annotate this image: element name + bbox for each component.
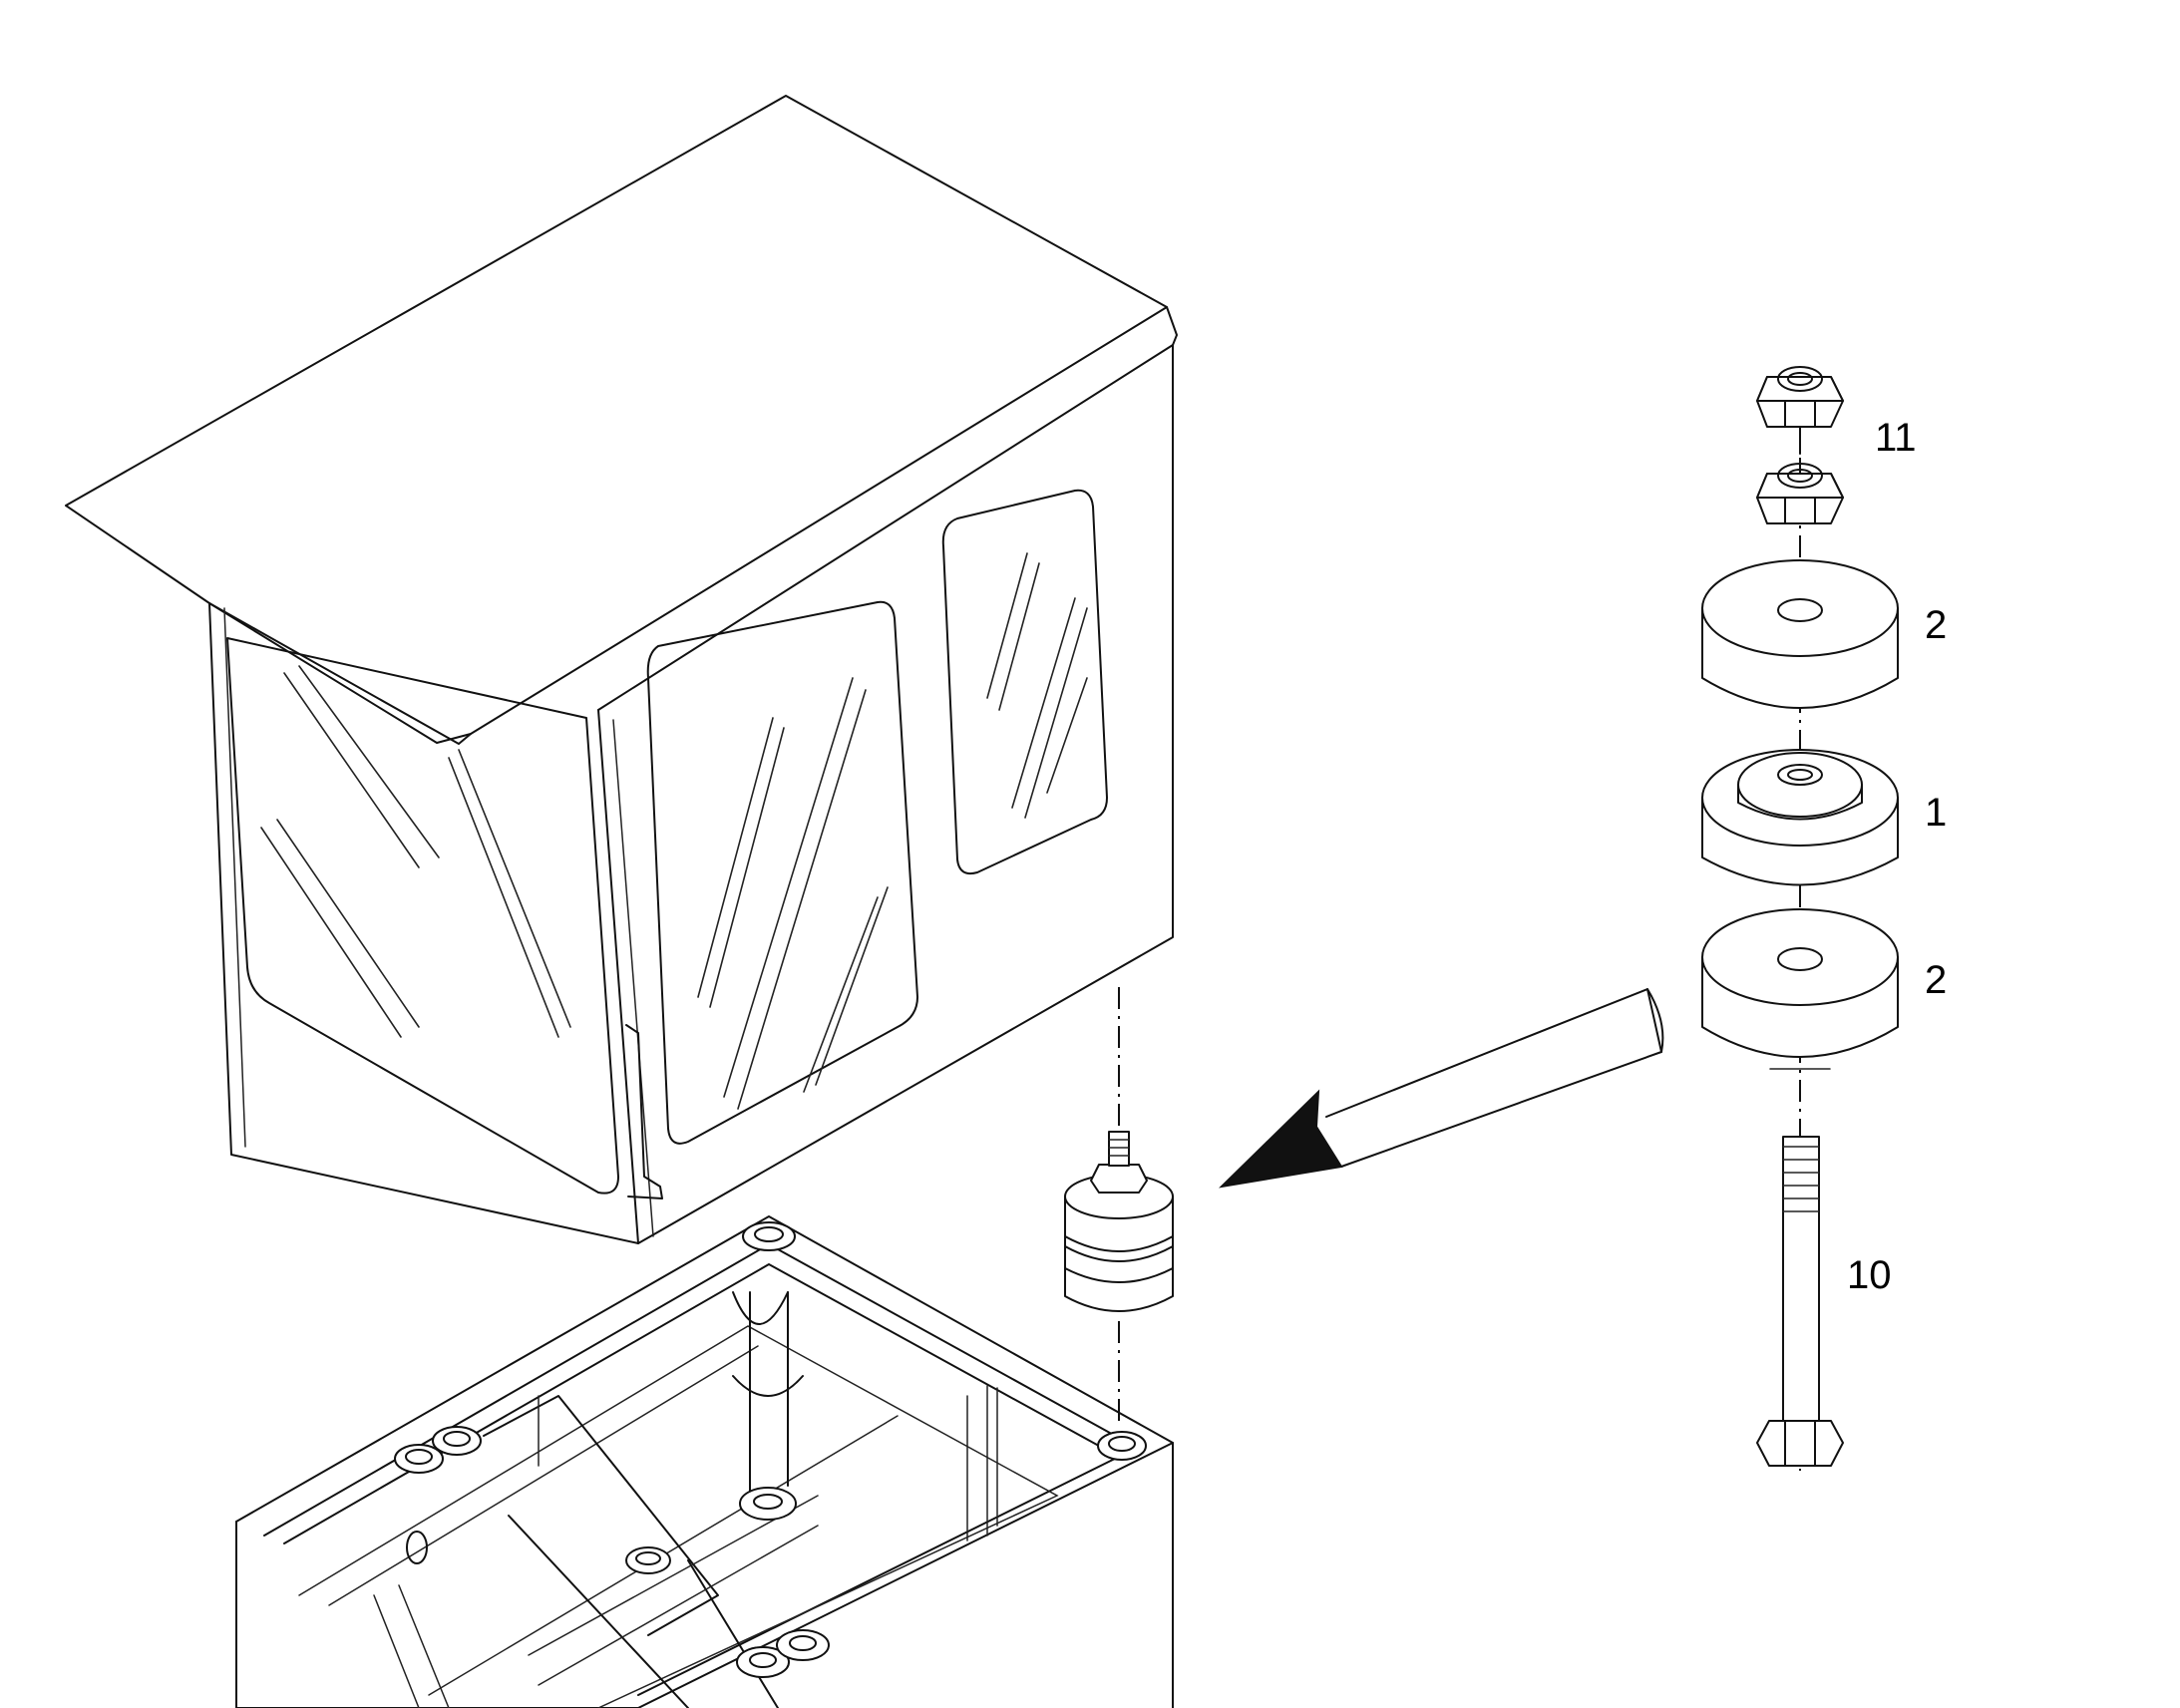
nut-part	[1756, 366, 1844, 524]
upper-washer-part	[1701, 559, 1899, 709]
assembled-mount	[1064, 987, 1174, 1421]
frame-mount-holes	[394, 1221, 1147, 1678]
mounting-frame	[235, 1215, 1174, 1708]
cab-rear-window	[941, 489, 1108, 875]
operator-cab	[65, 95, 1178, 1244]
callout-bolt: 10	[1847, 1253, 1892, 1297]
cab-body-outline	[208, 344, 1174, 1244]
exploded-parts	[1701, 366, 1899, 1471]
callout-upper-washer: 2	[1925, 603, 1947, 647]
frame-top	[235, 1215, 1174, 1708]
lower-washer-part	[1701, 908, 1899, 1070]
isolator-part	[1701, 749, 1899, 886]
detail-arrow	[1219, 988, 1664, 1189]
callout-lower-washer: 2	[1925, 958, 1947, 1002]
glass-reflection-hatching	[260, 552, 1088, 1110]
callout-labels: 11 2 1 2 10	[1847, 416, 1947, 1297]
callout-nut: 11	[1875, 416, 1917, 460]
cab-door-window	[646, 600, 918, 1145]
door-handle	[625, 1024, 663, 1199]
callout-isolator: 1	[1925, 791, 1947, 835]
cab-side-window	[226, 637, 619, 1195]
bolt-part	[1756, 1136, 1844, 1467]
